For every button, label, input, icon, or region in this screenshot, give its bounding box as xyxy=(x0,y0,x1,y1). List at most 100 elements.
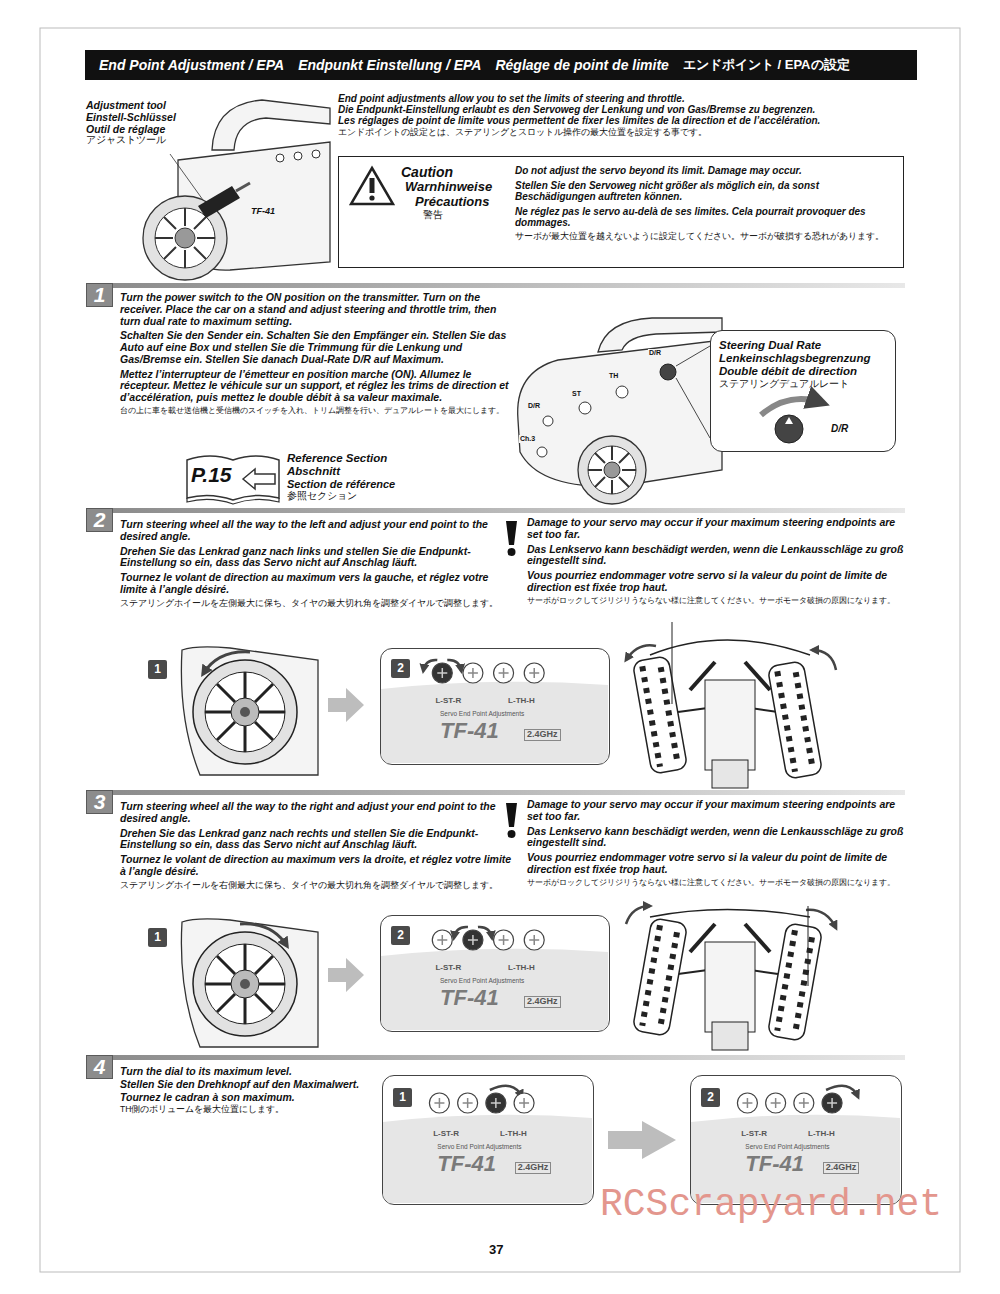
adjust-dial xyxy=(494,930,514,950)
transmitter-panel xyxy=(381,916,608,1030)
caution-text: サーボが最大位置を越えないように設定してください。サーボが破損する恐れがあります… xyxy=(515,232,893,242)
transmitter-illustration xyxy=(588,446,636,494)
truck-illustration xyxy=(705,680,755,770)
truck-illustration xyxy=(632,918,687,1037)
intro-text: エンドポイントの設定とは、ステアリングとスロットル操作の最大位置を設定する事です… xyxy=(338,128,904,138)
truck-illustration xyxy=(795,937,812,1034)
adjust-dial xyxy=(468,935,478,945)
transmitter-illustration xyxy=(198,186,240,218)
truck-illustration xyxy=(712,760,748,788)
instruction-text: Turn the dial to its maximum level. xyxy=(120,1066,378,1078)
panel-caption: Servo End Point Adjustments xyxy=(440,977,524,984)
truck-illustration xyxy=(796,672,813,769)
dial-label: ST xyxy=(571,390,582,398)
adjust-dial xyxy=(429,1093,449,1113)
step-number: 2 xyxy=(86,508,113,532)
adjust-dial xyxy=(468,668,478,678)
transmitter-panel xyxy=(383,1115,592,1203)
truck-illustration xyxy=(632,918,687,1037)
instruction-text: Turn steering wheel all the way to the l… xyxy=(120,519,512,543)
callout-title: Lenkeinschlagsbegrenzung xyxy=(719,352,887,365)
warning-mark xyxy=(506,521,517,545)
transmitter-illustration xyxy=(676,346,710,366)
truck-illustration xyxy=(660,932,677,1029)
substep-number: 2 xyxy=(391,659,410,678)
caution-triangle xyxy=(370,178,375,193)
turn-arrow xyxy=(203,652,287,946)
steering-wheel-illustration xyxy=(205,672,285,752)
transmitter-illustration xyxy=(616,386,628,398)
tool-label: アジャストツール xyxy=(86,135,204,146)
adjust-dial xyxy=(434,1098,444,1108)
step-bar xyxy=(113,283,905,1060)
model-name: TF-41 xyxy=(440,986,499,1010)
adjust-dial xyxy=(463,663,483,683)
adjust-dial xyxy=(737,1093,757,1113)
reference-label: 参照セクション xyxy=(287,491,437,502)
dial-label: D/R xyxy=(830,423,849,434)
book-icon xyxy=(187,498,279,504)
transmitter-illustration xyxy=(236,183,250,191)
warning-text: Das Lenkservo kann beschädigt werden, we… xyxy=(527,544,905,568)
frequency-badge: 2.4GHz xyxy=(524,729,561,741)
warning-text: サーボがロックしてジリジリうならない様に注意してください。サーボモータ破損の原因… xyxy=(527,597,905,606)
dial-label: L-TH-H xyxy=(508,697,535,706)
adjust-dial xyxy=(742,1098,752,1108)
transmitter-illustration xyxy=(579,402,591,414)
transmitter-illustration xyxy=(676,378,710,438)
transmitter-illustration xyxy=(175,228,195,248)
warning-text: Das Lenkservo kann beschädigt werden, we… xyxy=(527,826,905,850)
watermark: RCScrapyard.net xyxy=(600,1186,942,1224)
substep-number: 2 xyxy=(391,926,410,945)
steering-wheel-illustration xyxy=(193,932,297,1036)
reference-book: P.15 xyxy=(185,452,281,506)
truck-illustration xyxy=(632,656,687,775)
instruction-text: Schalten Sie den Sender ein. Schalten Si… xyxy=(120,330,512,365)
book-arrow xyxy=(243,469,275,489)
adjust-dial xyxy=(463,930,483,950)
dial-closeup: L-ST-RL-TH-HServo End Point AdjustmentsT… xyxy=(380,648,610,765)
page-reference: P.15 xyxy=(191,452,232,487)
steering-wheel-illustration xyxy=(181,647,318,775)
step-number: 4 xyxy=(86,1055,113,1079)
truck-illustration xyxy=(806,910,836,928)
substep-number: 1 xyxy=(148,928,167,947)
adjust-dial xyxy=(458,1093,478,1113)
model-name: TF-41 xyxy=(745,1152,804,1176)
turn-arrow xyxy=(240,924,287,946)
panel-caption: Servo End Point Adjustments xyxy=(437,1143,521,1150)
caution-text: Do not adjust the servo beyond its limit… xyxy=(515,165,893,177)
truck-illustration xyxy=(650,640,810,655)
transmitter-illustration xyxy=(276,154,284,162)
turn-arrow xyxy=(454,927,468,938)
truck-illustration xyxy=(812,650,836,670)
adjust-dial xyxy=(514,1093,534,1113)
step-bar xyxy=(113,790,905,795)
dial-label: L-ST-R xyxy=(741,1130,767,1139)
step-arrow xyxy=(328,958,364,992)
step-arrow xyxy=(328,688,364,722)
warning-mark xyxy=(508,548,516,556)
truck-illustration xyxy=(712,1022,748,1050)
dial-label: L-ST-R xyxy=(435,964,461,973)
warning-mark xyxy=(506,803,517,827)
dial-label: L-ST-R xyxy=(433,1130,459,1139)
adjust-dial xyxy=(799,1098,809,1108)
step-bar xyxy=(113,508,905,513)
step-number: 1 xyxy=(87,284,112,306)
intro-text: Die Endpunkt-Einstellung erlaubt es den … xyxy=(338,104,904,115)
instruction-text: Drehen Sie das Lenkrad ganz nach links u… xyxy=(120,546,512,570)
intro-text: End point adjustments allow you to set t… xyxy=(338,93,904,104)
truck-illustration xyxy=(767,923,822,1042)
substep-number: 1 xyxy=(148,928,167,947)
caution-heading: Précautions xyxy=(401,195,492,209)
steering-wheel-illustration xyxy=(240,979,250,989)
adjust-dial xyxy=(432,663,452,683)
dial-label: Ch.3 xyxy=(519,435,536,443)
substep-number: 1 xyxy=(148,660,167,679)
adjust-dial xyxy=(437,668,447,678)
transmitter-illustration xyxy=(212,100,330,150)
transmitter-illustration xyxy=(518,318,722,504)
steering-wheel-illustration xyxy=(193,660,297,764)
caution-heading: Warnhinweise xyxy=(401,180,492,194)
